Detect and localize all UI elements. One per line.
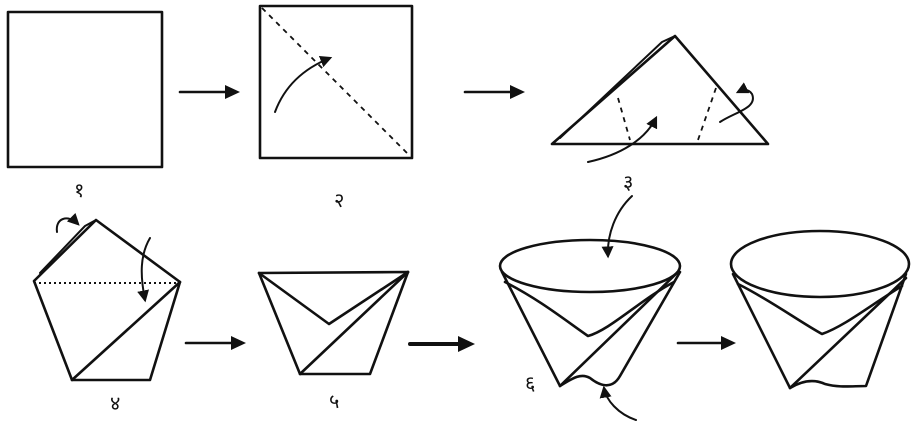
step-1-label: १: [74, 178, 85, 202]
right-arrow-icon: [408, 336, 475, 352]
right-arrow-icon: [178, 85, 240, 99]
curved-arrow-icon: [587, 115, 658, 163]
curved-arrow-icon: [274, 55, 333, 113]
step-5-label: ५: [329, 389, 340, 413]
step-3-triangle: [550, 34, 770, 163]
curved-arrow-icon: [601, 195, 633, 259]
step-4-pentagon: [32, 212, 182, 382]
step-5-cup-flat: [257, 270, 410, 376]
step-6-label: ६: [525, 371, 536, 395]
right-arrow-icon: [676, 336, 736, 350]
right-arrow-icon: [463, 85, 525, 99]
fold-arrow-icon: [719, 82, 754, 123]
step-3-label: ३: [623, 170, 634, 194]
fold-arrow-icon: [55, 212, 80, 233]
right-arrow-icon: [184, 336, 246, 350]
step-2-label: २: [334, 188, 345, 212]
curved-arrow-icon: [599, 385, 637, 421]
step-2-diagonal-fold: [258, 4, 414, 160]
step-4-label: ४: [110, 391, 121, 415]
step-6-open-cup: [498, 195, 682, 421]
step-7-finished-cup: [729, 229, 911, 390]
step-1-square: [6, 10, 164, 169]
curved-arrow-icon: [137, 237, 151, 303]
